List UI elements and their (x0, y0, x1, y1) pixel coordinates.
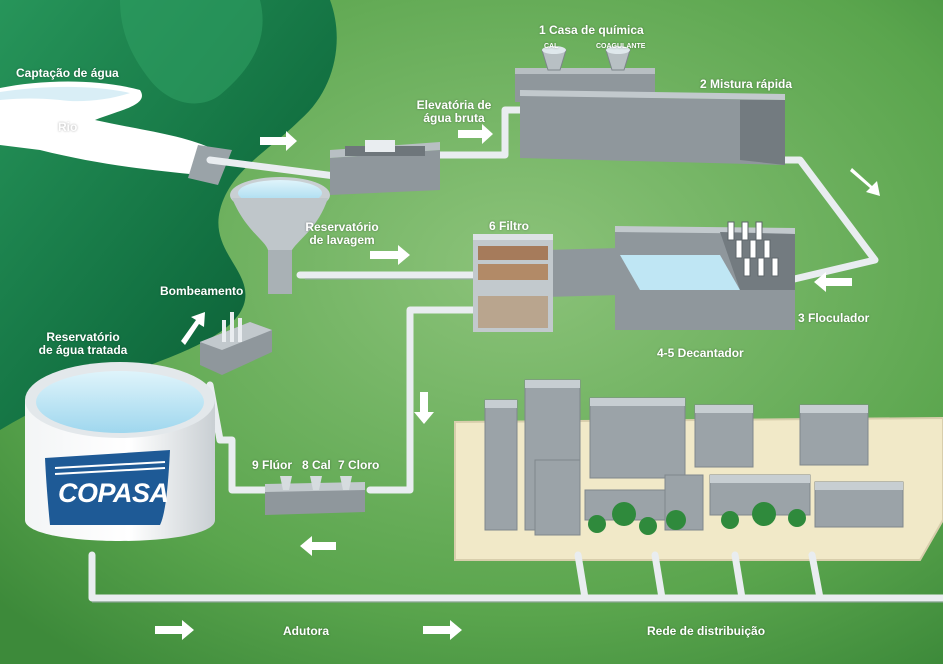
label-mistura-rapida: 2 Mistura rápida (700, 77, 793, 91)
label-casa-quimica: 1 Casa de química (539, 23, 644, 37)
label-rio: Rio (58, 120, 78, 134)
pipes-shadow (92, 278, 943, 603)
label-cloro: 7 Cloro (338, 458, 380, 472)
label-reservatorio-tratada-line1: Reservatório (46, 330, 120, 344)
label-floculador: 3 Floculador (798, 311, 870, 325)
label-reservatorio-lavagem-line2: de lavagem (309, 233, 375, 247)
copasa-logo: COPASA (58, 478, 169, 508)
label-reservatorio-lavagem: Reservatório de lavagem (304, 221, 380, 247)
label-cal: 8 Cal (302, 458, 331, 472)
label-bombeamento: Bombeamento (160, 284, 244, 298)
rapid-mix-channel (520, 90, 785, 165)
filter-unit (473, 234, 553, 332)
label-adutora: Adutora (283, 624, 329, 638)
label-fluor: 9 Flúor (252, 458, 293, 472)
label-cal-small: CAL (544, 43, 559, 50)
label-elevatoria: Elevatória de água bruta (413, 99, 495, 125)
arrow-left-icon (814, 272, 852, 292)
washing-reservoir (230, 177, 330, 294)
label-filtro: 6 Filtro (489, 219, 530, 233)
dosing-box (265, 476, 365, 515)
arrow-right-icon (370, 245, 410, 265)
label-elevatoria-line2: água bruta (423, 111, 485, 125)
arrow-right-icon (458, 124, 493, 144)
dam-wall (188, 145, 232, 185)
label-elevatoria-line1: Elevatória de (416, 98, 492, 112)
arrow-up-right-icon (181, 312, 205, 345)
label-reservatorio-tratada: Reservatório de água tratada (35, 331, 131, 357)
arrow-right-icon (155, 620, 194, 640)
hill-highlight (120, 0, 263, 104)
decanter-flocculator (545, 221, 795, 330)
arrow-right-icon (260, 131, 297, 151)
arrow-down-right-icon (850, 168, 880, 196)
river-water (0, 86, 130, 102)
raw-water-station (330, 140, 440, 195)
arrow-down-icon (414, 392, 434, 424)
arrow-left-icon (300, 536, 336, 556)
city-buildings (484, 379, 904, 536)
flow-arrows (155, 124, 880, 640)
river (0, 81, 215, 175)
treated-water-tank (25, 362, 215, 541)
label-reservatorio-lavagem-line1: Reservatório (305, 220, 379, 234)
pumping-station (200, 312, 272, 375)
label-decantador: 4-5 Decantador (657, 346, 744, 360)
label-rede-distribuicao: Rede de distribuição (647, 624, 766, 638)
label-captacao: Captação de água (16, 66, 119, 80)
arrow-right-icon (423, 620, 462, 640)
label-coagulante-small: COAGULANTE (596, 43, 646, 50)
label-reservatorio-tratada-line2: de água tratada (38, 343, 128, 357)
